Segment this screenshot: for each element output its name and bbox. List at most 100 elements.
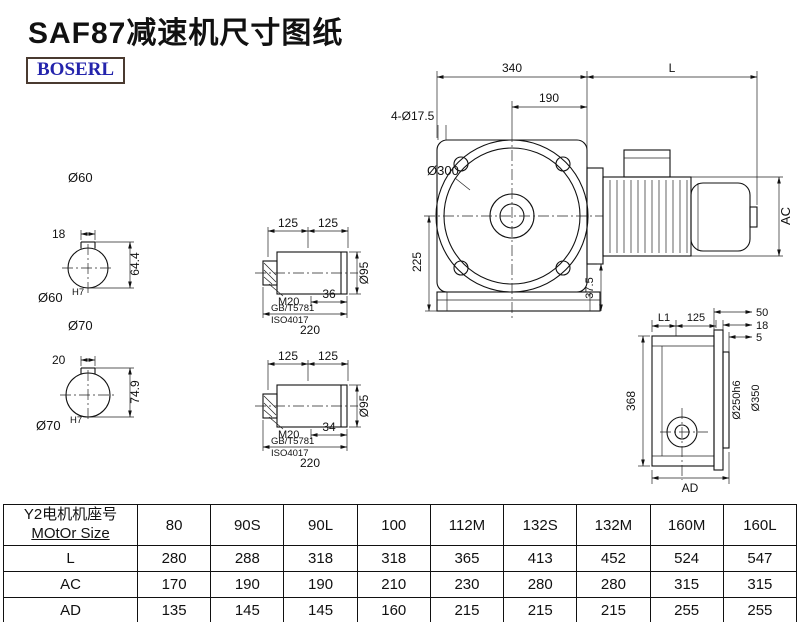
table-header-cell: 90L [283, 504, 358, 546]
dim-36 [310, 296, 348, 306]
dim-label-50: 50 [756, 307, 768, 319]
dim-label-125-b1: 125 [278, 349, 298, 363]
dim-340 [436, 71, 588, 166]
table-cell: 318 [356, 545, 431, 572]
technical-drawing: 18 64.4 Ø60 Ø60 H7 [36, 61, 793, 495]
shaft-detail-a: 125 125 Ø95 36 220 M20 GB/T5781 [255, 216, 371, 337]
brand-logo: BOSERL [26, 57, 126, 84]
table-cell: 524 [649, 545, 724, 572]
table-cell: 160 [356, 597, 431, 622]
dim-125-125-a [267, 227, 349, 257]
m20-leader-a [268, 283, 284, 297]
dim-label-125-side: 125 [687, 312, 705, 324]
table-cell: 135 [136, 597, 212, 622]
motor-size-header-en: MOtOr Size [31, 525, 110, 542]
table-cell: 452 [576, 545, 651, 572]
dim-label-36: 36 [322, 287, 336, 301]
table-cell: 145 [283, 597, 358, 622]
dim-label-AD: AD [682, 481, 699, 495]
dim-label-dia250h6: Ø250h6 [731, 380, 743, 419]
terminal-box [623, 149, 671, 178]
dim-label-dia300: Ø300 [427, 163, 459, 178]
dim-label-74-9: 74.9 [128, 380, 142, 404]
row-label-AD: AD [3, 597, 138, 622]
table-cell: 210 [356, 571, 431, 598]
table-row-AD: AD 135 145 145 160 215 215 215 255 255 [3, 597, 798, 622]
dim-190 [511, 101, 588, 131]
output-flange [713, 329, 724, 471]
table-cell: 315 [722, 571, 798, 598]
standard-gb-b: GB/T5781 [271, 436, 314, 447]
dim-label-AC: AC [778, 207, 793, 225]
dim-220-b [262, 420, 348, 451]
flange-spigot [722, 351, 730, 449]
dim-motor-length-L [586, 71, 758, 205]
dim-AD [651, 452, 730, 484]
row-label-AC: AC [3, 571, 138, 598]
table-cell: 215 [429, 597, 505, 622]
bolt-hatch-b [263, 395, 277, 418]
dim-37-5 [597, 263, 603, 312]
m20-leader-b [268, 416, 284, 430]
shaft70-bore-tolerance: H7 [70, 415, 82, 426]
keyway-60 [80, 241, 96, 249]
dim-225 [425, 215, 437, 312]
dia300-leader [454, 177, 471, 191]
table-cell: 318 [283, 545, 358, 572]
dim-368 [638, 335, 650, 467]
flange-bolt-holes [453, 156, 571, 276]
dim-keyway-width-60 [80, 230, 96, 240]
keyway-70 [80, 367, 96, 375]
table-cell: 288 [210, 545, 285, 572]
dim-34 [310, 429, 348, 439]
dim-label-125-a2: 125 [318, 216, 338, 230]
dim-label-125-a1: 125 [278, 216, 298, 230]
standard-gb-a: GB/T5781 [271, 303, 314, 314]
motor-shaft-stub [749, 206, 758, 228]
table-header-cell: 132M [576, 504, 651, 546]
dim-label-220-b: 220 [300, 456, 320, 470]
standard-iso-b: ISO4017 [271, 448, 309, 459]
dim-label-225: 225 [410, 252, 424, 272]
table-header-cell: 160M [649, 504, 724, 546]
shaft60-dia-label: Ø60 [68, 170, 93, 185]
table-header-cell: 112M [429, 504, 505, 546]
side-view: L1 125 50 18 5 368 Ø250h6 Ø350 [624, 307, 768, 495]
dim-label-18: 18 [52, 227, 66, 241]
shaft70-dia-label: Ø70 [68, 318, 93, 333]
table-cell: 547 [722, 545, 798, 572]
table-cell: 280 [576, 571, 651, 598]
table-cell: 145 [210, 597, 285, 622]
dim-keyway-height-70 [88, 367, 134, 418]
dim-label-190: 190 [539, 91, 559, 105]
dim-label-125-b2: 125 [318, 349, 338, 363]
dim-L1-125 [651, 320, 717, 336]
motor-size-header-cell: Y2电机机座号 MOtOr Size [3, 504, 138, 546]
dim-label-18-side: 18 [756, 320, 768, 332]
table-cell: 190 [283, 571, 358, 598]
dim-label-dia95-a: Ø95 [357, 261, 371, 284]
thread-label-b: M20 [278, 429, 299, 441]
dim-label-dia95-b: Ø95 [357, 394, 371, 417]
table-cell: 215 [503, 597, 578, 622]
dim-label-64-4: 64.4 [128, 252, 142, 276]
table-cell: 230 [429, 571, 505, 598]
dim-label-340: 340 [502, 61, 522, 75]
dim-50-18-5 [713, 308, 753, 352]
table-header-cell: 160L [722, 504, 798, 546]
bolt-holes-callout [437, 125, 447, 140]
table-header-cell: 80 [136, 504, 212, 546]
shaft60-bore-label: Ø60 [38, 290, 63, 305]
table-cell: 413 [503, 545, 578, 572]
motor-size-header-zh: Y2电机机座号 [23, 506, 118, 524]
table-row-L: L 280 288 318 318 365 413 452 524 547 [3, 545, 798, 572]
fan-cover [690, 182, 751, 252]
dim-125-125-b [267, 360, 349, 390]
table-cell: 280 [136, 545, 212, 572]
table-cell: 280 [503, 571, 578, 598]
table-header-row: Y2电机机座号 MOtOr Size 80 90S 90L 100 112M 1… [3, 504, 798, 546]
dim-dia95-a [349, 251, 361, 295]
table-cell: 255 [722, 597, 798, 622]
shaft-end-view-70: 20 74.9 Ø70 Ø70 H7 [36, 318, 142, 433]
